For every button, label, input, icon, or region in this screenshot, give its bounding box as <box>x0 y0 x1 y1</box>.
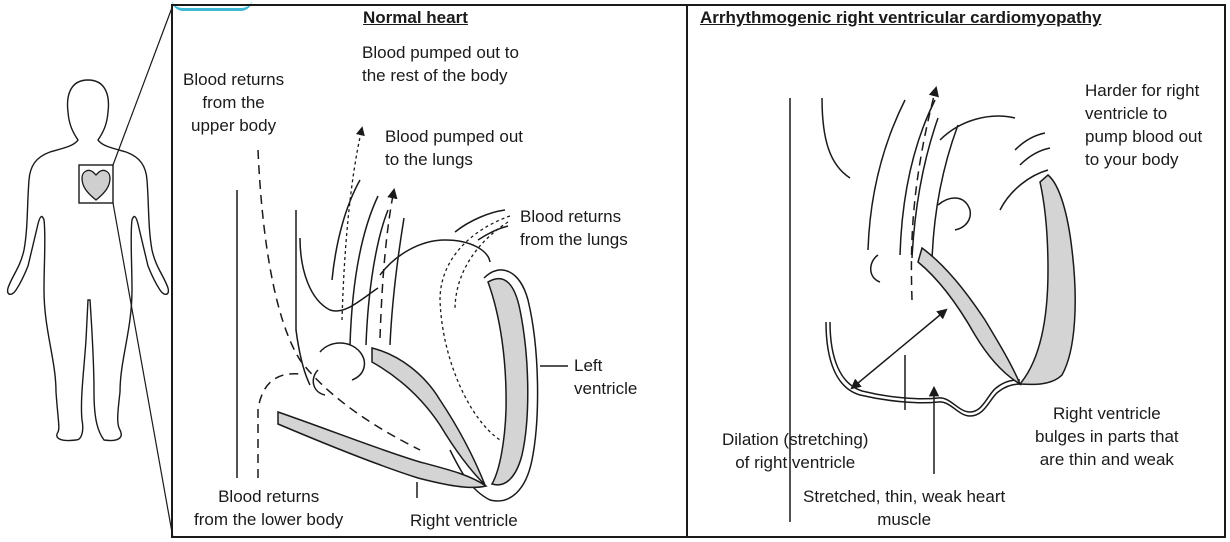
arvc-dilation-arrow <box>852 310 946 388</box>
arvc-atrial-bulge <box>938 198 970 230</box>
label-harder-to-pump: Harder for right ventricle to pump blood… <box>1085 79 1202 171</box>
arvc-aorta-left <box>868 100 905 250</box>
arvc-pulmonary-right <box>932 125 958 260</box>
arvc-valve-curve <box>871 255 880 282</box>
arvc-septum-muscle <box>918 248 1020 384</box>
arvc-left-atrium <box>940 116 1015 140</box>
arvc-vein-lower <box>1020 148 1050 165</box>
label-bulges: Right ventricle bulges in parts that are… <box>1035 402 1179 471</box>
arvc-vein-upper <box>1015 133 1045 150</box>
arvc-left-ventricle-muscle <box>1020 175 1075 384</box>
label-stretched-muscle: Stretched, thin, weak heart muscle <box>803 485 1005 531</box>
label-dilation: Dilation (stretching) of right ventricle <box>722 428 868 474</box>
arvc-atrium-curve <box>1000 170 1048 210</box>
arvc-vessel-inner-wall <box>822 98 850 178</box>
